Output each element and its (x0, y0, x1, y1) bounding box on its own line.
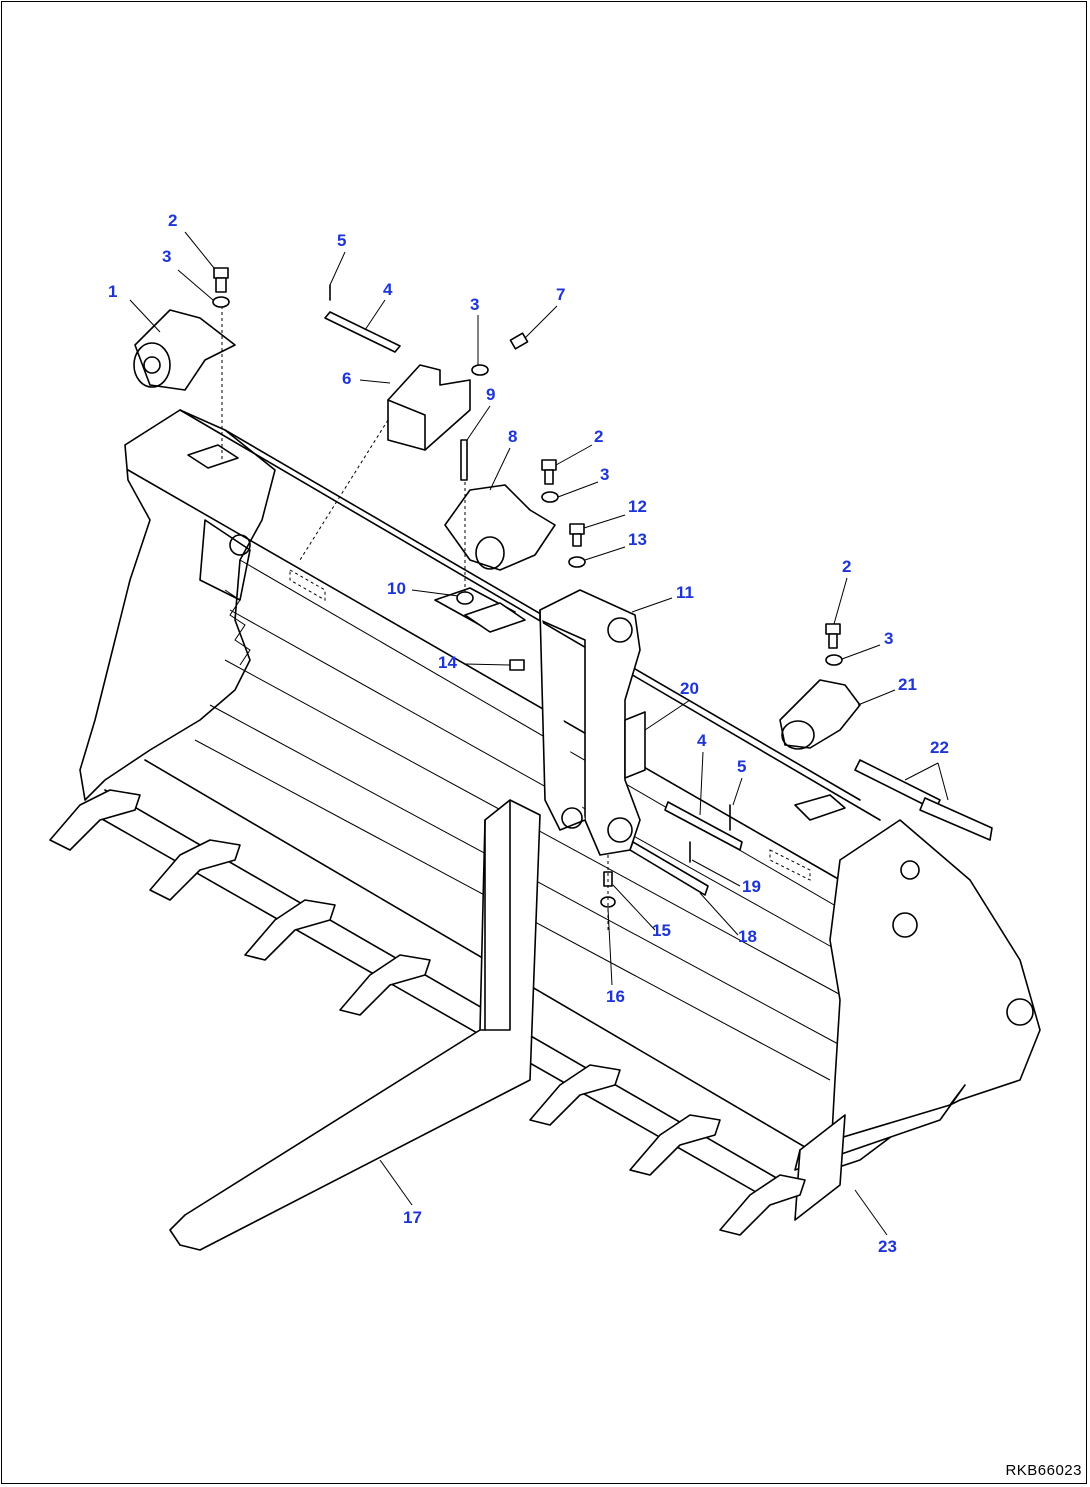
callout-leader-c8 (489, 447, 511, 491)
pins-right (629, 801, 743, 896)
pin-top (324, 284, 401, 353)
callout-leader-c22 (904, 762, 939, 781)
callout-c12: 12 (628, 497, 647, 516)
callout-c4a: 4 (383, 280, 393, 299)
callout-c4b: 4 (697, 731, 707, 750)
callout-c2a: 2 (168, 211, 177, 230)
drawing-code: RKB66023 (1005, 1462, 1082, 1479)
callout-leader-c12 (583, 514, 626, 529)
callout-c5a: 5 (337, 231, 346, 250)
callout-c7: 7 (556, 285, 565, 304)
callout-c22: 22 (930, 738, 949, 757)
callout-c5b: 5 (737, 757, 746, 776)
callout-c3c: 3 (600, 465, 609, 484)
callout-leader-c4b (699, 751, 704, 816)
callout-c13: 13 (628, 530, 647, 549)
callout-leader-c2b (555, 444, 593, 466)
callout-leader-c13 (584, 546, 626, 561)
callout-c23: 23 (878, 1237, 897, 1256)
callout-leader-c3d (841, 644, 881, 660)
callout-c3a: 3 (162, 247, 171, 266)
callout-leader-c15 (612, 884, 656, 931)
fork-arm (539, 589, 646, 856)
callout-leader-c16 (607, 907, 613, 986)
callout-leader-c23 (854, 1189, 888, 1236)
callout-c16: 16 (606, 987, 625, 1006)
callout-c14: 14 (438, 653, 457, 672)
callout-c15: 15 (652, 921, 671, 940)
callout-c10: 10 (387, 579, 406, 598)
callout-c21: 21 (898, 675, 917, 694)
callout-c9: 9 (486, 385, 495, 404)
callout-leader-c3a (177, 269, 214, 301)
callout-c1: 1 (108, 282, 117, 301)
callout-leader-c19 (691, 859, 741, 887)
hook-bracket-center (299, 364, 471, 561)
callout-leader-c5b (732, 777, 743, 806)
callout-leader-c2c (833, 577, 848, 625)
callout-leader-c17 (379, 1159, 413, 1206)
bolt-washer-left (212, 267, 230, 308)
bucket-body (79, 409, 1041, 1221)
callout-c11: 11 (676, 583, 694, 602)
hook-bracket-mid (444, 439, 556, 600)
callout-leader-c14 (464, 663, 511, 666)
callout-leader-c6 (359, 379, 391, 384)
callout-c17: 17 (403, 1208, 422, 1227)
bolt-washer-mid (541, 459, 586, 568)
callout-c20: 20 (680, 679, 699, 698)
callout-leader-c7 (524, 305, 558, 339)
callout-leader-c10 (411, 589, 459, 597)
callout-c3d: 3 (884, 629, 893, 648)
callout-leader-c11 (631, 597, 673, 613)
callout-leader-c3c (557, 481, 599, 498)
callout-leader-c9 (466, 405, 491, 441)
callout-leader-c18 (699, 892, 739, 936)
hook-bracket-right (779, 623, 861, 750)
callout-leader-c20 (644, 699, 691, 731)
pins-22 (854, 759, 993, 841)
callout-c3b: 3 (470, 295, 479, 314)
bucket-teeth (49, 789, 806, 1236)
bolt-nut-lower (600, 855, 616, 930)
callout-leader-c21 (857, 689, 896, 706)
callout-c18: 18 (738, 927, 757, 946)
callout-c2c: 2 (842, 557, 851, 576)
callout-leader-c22-second (937, 762, 949, 801)
callout-leader-c2a (184, 231, 215, 269)
bolt-washer-center (471, 332, 529, 376)
callout-leader-c4a (364, 299, 386, 331)
callout-c2b: 2 (594, 427, 603, 446)
callout-leader-c5a (329, 251, 346, 286)
callout-c6: 6 (342, 369, 351, 388)
callout-c19: 19 (742, 877, 761, 896)
hook-bracket-left (133, 300, 236, 460)
callout-leader-c1 (129, 299, 161, 333)
fork-tine (169, 799, 541, 1251)
callout-c8: 8 (508, 427, 517, 446)
